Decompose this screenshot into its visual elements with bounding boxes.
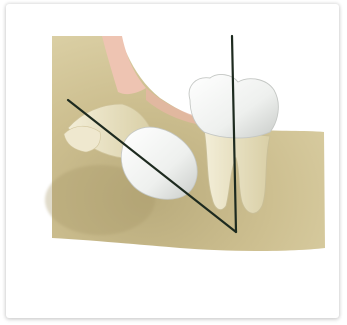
- dental-illustration: [0, 0, 347, 325]
